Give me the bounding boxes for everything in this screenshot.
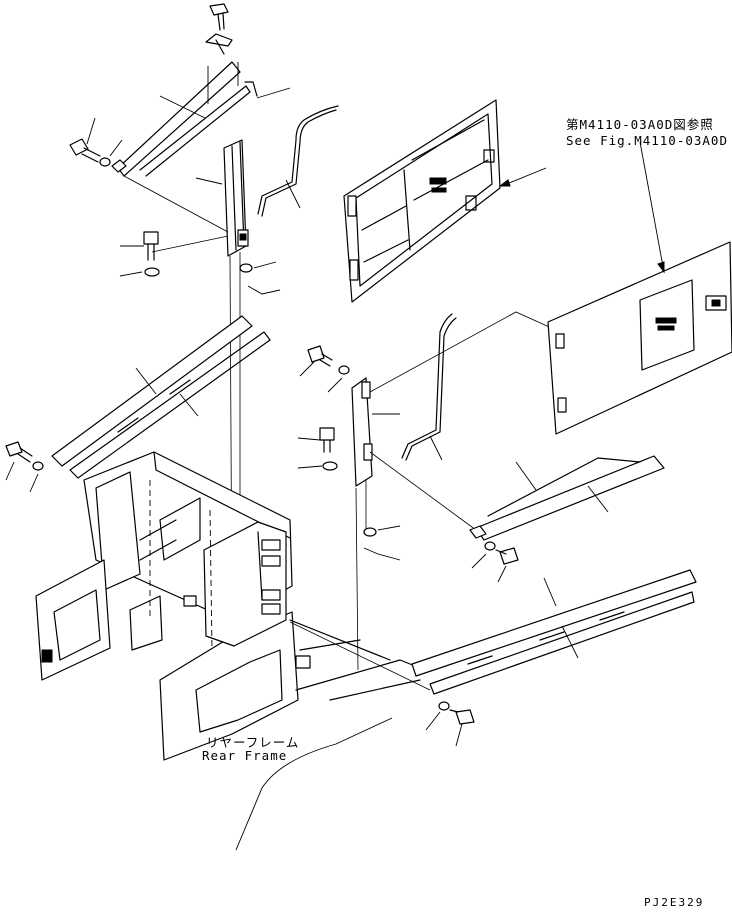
leader-line	[297, 437, 321, 441]
middle-vertical-post	[351, 377, 373, 487]
top-bolt	[205, 3, 233, 55]
leader-line	[425, 711, 441, 731]
cover-panel	[547, 241, 732, 435]
left-vertical-post	[223, 139, 249, 257]
leader-line	[86, 117, 96, 145]
leader-line	[119, 271, 143, 277]
middle-bolt-lower	[319, 427, 338, 471]
leader-line	[471, 553, 487, 569]
leader-line	[159, 95, 206, 119]
arrowhead	[498, 179, 511, 187]
leader-line	[429, 435, 443, 461]
leader-line	[29, 473, 39, 493]
leader-line	[587, 485, 609, 513]
leader-line	[256, 87, 291, 99]
rear-frame-leader	[235, 717, 393, 851]
reference-note-en: See Fig.M4110-03A0D	[566, 133, 728, 148]
guide-line	[369, 451, 477, 531]
leader-line	[285, 179, 301, 209]
frame-panel	[343, 99, 501, 303]
leader-line	[247, 285, 281, 295]
leader-line	[543, 577, 557, 607]
leader-line	[253, 261, 277, 269]
leader-line	[497, 565, 507, 583]
leader-line	[377, 525, 401, 531]
middle-left-bolt	[143, 231, 160, 277]
rear-frame-label-jp: リヤーフレーム	[206, 735, 300, 750]
guide-line	[369, 311, 557, 393]
right-upper-rail	[469, 455, 665, 541]
top-left-bracket	[111, 61, 258, 177]
left-bolt-washer	[69, 138, 111, 167]
right-bolt	[484, 541, 519, 565]
rear-frame-label-en: Rear Frame	[202, 748, 288, 763]
washer	[363, 527, 377, 537]
far-left-bolt	[5, 441, 44, 471]
reference-note-jp: 第M4110-03A0D図参照	[566, 117, 714, 132]
leader-line	[515, 461, 537, 491]
drawing-code: PJ2E329	[644, 896, 705, 909]
leader-line	[639, 141, 665, 273]
leader-line	[363, 547, 401, 561]
guide-line	[151, 235, 229, 253]
middle-bolt-top	[307, 345, 350, 375]
rear-frame	[35, 451, 421, 761]
right-lower-rail	[411, 569, 697, 695]
leader-line	[297, 465, 323, 469]
leader-line	[195, 177, 223, 185]
middle-rod	[401, 313, 457, 461]
leader-line	[109, 139, 123, 157]
guide-line	[355, 487, 359, 671]
middle-left-rail	[51, 315, 271, 479]
leader-line	[179, 393, 199, 417]
guide-line	[123, 175, 229, 233]
leader-line	[299, 361, 315, 377]
leader-line	[561, 625, 579, 659]
lower-bolt	[438, 701, 475, 725]
leader-line	[5, 461, 15, 481]
leader-line	[135, 367, 157, 395]
washer	[239, 263, 253, 273]
arrowhead	[657, 261, 665, 274]
leader-line	[327, 377, 343, 393]
curved-rod	[257, 105, 339, 217]
guide-line	[289, 621, 431, 691]
leader-line	[455, 723, 463, 747]
